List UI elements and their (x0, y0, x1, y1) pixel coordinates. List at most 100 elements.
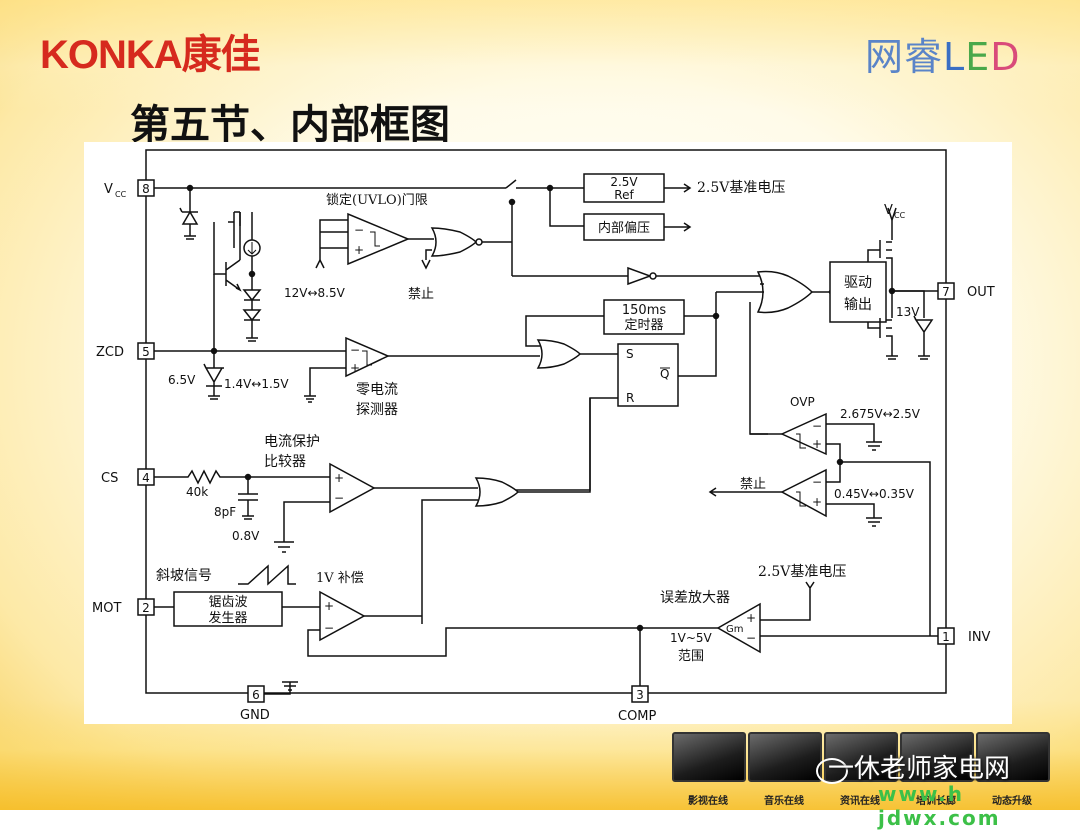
driver-block (829, 261, 887, 323)
svg-text:输出: 输出 (844, 297, 872, 313)
svg-text:+: + (746, 611, 756, 625)
svg-text:7: 7 (942, 285, 950, 299)
pin-1: 1 INV (937, 627, 991, 645)
svg-text:电流保护: 电流保护 (264, 434, 320, 450)
ovp-label: OVP (790, 395, 815, 409)
output-clamp-zener (892, 290, 934, 360)
watermark-url: www.h jdwx.com (878, 782, 1001, 830)
block-diagram: 8 V CC 5 ZCD 4 CS 2 MOT 6 GND 3 COMP 1 I… (92, 149, 995, 724)
thumb-label-4: 动态升级 (992, 796, 1032, 807)
pwm-comparator (319, 590, 366, 642)
svg-text:−: − (324, 621, 334, 635)
svg-text:+: + (350, 361, 360, 375)
uvlo-comparator (347, 212, 410, 266)
thumb-music-icon[interactable] (748, 732, 822, 782)
svg-text:2.5V: 2.5V (610, 175, 638, 189)
logo-text: 网睿 (865, 35, 944, 79)
svg-text:−: − (812, 419, 822, 433)
cs-or-gate (474, 477, 520, 507)
svg-text:比较器: 比较器 (264, 454, 306, 470)
svg-text:Q: Q (660, 367, 669, 381)
timer-block (603, 299, 685, 335)
s-or-gate (536, 339, 582, 369)
error-amplifier (716, 602, 761, 654)
svg-text:−: − (812, 475, 822, 489)
disable-comparator (780, 468, 827, 518)
svg-text:Ref: Ref (614, 188, 634, 202)
zcd-threshold: 1.4V↔1.5V (224, 377, 289, 391)
inverter (627, 266, 653, 286)
svg-text:内部偏压: 内部偏压 (598, 220, 650, 236)
cs-capacitor (238, 477, 258, 520)
logo-letter-d: D (990, 35, 1021, 79)
svg-text:150ms: 150ms (622, 303, 666, 318)
clamp-13v: 13V (896, 305, 920, 319)
logo-letter-l: L (943, 35, 966, 79)
svg-text:−: − (334, 491, 344, 505)
rs-flip-flop (617, 343, 679, 407)
ref-0v8: 0.8V (232, 529, 260, 543)
uvlo-switch (505, 179, 517, 189)
svg-text:−: − (350, 343, 360, 357)
svg-text:6: 6 (252, 688, 260, 702)
svg-text:+: + (812, 495, 822, 509)
svg-text:−: − (354, 223, 364, 237)
zener-6v5: 6.5V (168, 373, 196, 387)
pin-out-label: OUT (967, 285, 995, 300)
ref-block (583, 173, 665, 203)
konka-logo: KONKA康佳 (40, 33, 261, 77)
uvlo-threshold: 12V↔8.5V (284, 286, 346, 300)
footer-thumbnails: 影视在线 音乐在线 资讯在线 培训长廊 动态升级 (668, 732, 1080, 810)
svg-text:+: + (324, 599, 334, 613)
diagram-panel (84, 142, 1012, 724)
pin-vcc-label: V (104, 182, 113, 197)
svg-text:CC: CC (894, 211, 906, 220)
zcd-zener (203, 351, 224, 400)
thumb-film-icon[interactable] (672, 732, 746, 782)
pin-7: 7 OUT (937, 282, 995, 300)
pin-6: 6 GND (240, 685, 270, 723)
thumb-update-icon[interactable] (976, 732, 1050, 782)
svg-text:4: 4 (142, 471, 150, 485)
wechat-icon (816, 758, 848, 784)
thumb-label-2: 资讯在线 (840, 796, 880, 807)
pin-4: 4 CS (101, 468, 155, 486)
disable1-label: 禁止 (408, 287, 434, 302)
chip-outline (145, 149, 947, 694)
resistor-40k: 40k (186, 485, 208, 499)
ramp-label: 斜坡信号 (156, 568, 212, 584)
svg-text:−: − (746, 631, 756, 645)
svg-text:8: 8 (142, 182, 150, 196)
ref-out-label: 2.5V基准电压 (697, 179, 785, 196)
pin-2: 2 MOT (92, 598, 155, 616)
thumb-training-icon[interactable] (900, 732, 974, 782)
cap-8pf: 8pF (214, 505, 236, 519)
svg-text:2: 2 (142, 601, 150, 615)
pin-gnd-label: GND (240, 708, 270, 723)
disable-threshold: 0.45V↔0.35V (834, 487, 915, 501)
error-amp-label: 误差放大器 (660, 590, 730, 606)
output-or-gate (756, 270, 814, 314)
range-label: 1V~5V (670, 631, 713, 645)
pin-cs-label: CS (101, 471, 118, 486)
svg-text:零电流: 零电流 (356, 382, 398, 398)
svg-text:+: + (812, 437, 822, 451)
pin-8: 8 V CC (104, 179, 155, 199)
svg-text:驱动: 驱动 (844, 275, 872, 291)
watermark-text: 一休老师家电网 (828, 754, 1011, 784)
svg-text:3: 3 (636, 688, 644, 702)
input-transistor (213, 222, 242, 292)
svg-text:R: R (626, 391, 634, 405)
svg-text:5: 5 (142, 345, 150, 359)
cs-comparator (329, 462, 376, 514)
thumb-label-1: 音乐在线 (764, 796, 804, 807)
svg-text:锯齿波: 锯齿波 (208, 595, 247, 610)
vcc-zener (179, 188, 199, 240)
slide-title: 第五节、内部框图 (130, 101, 450, 148)
comp-1v-label: 1V 补偿 (316, 571, 364, 586)
thumb-label-3: 培训长廊 (916, 796, 956, 807)
pin-5: 5 ZCD (96, 342, 155, 360)
range-label-2: 范围 (678, 649, 704, 664)
nmos (867, 291, 893, 356)
wangrui-led-logo: 网睿LED (865, 26, 1020, 81)
